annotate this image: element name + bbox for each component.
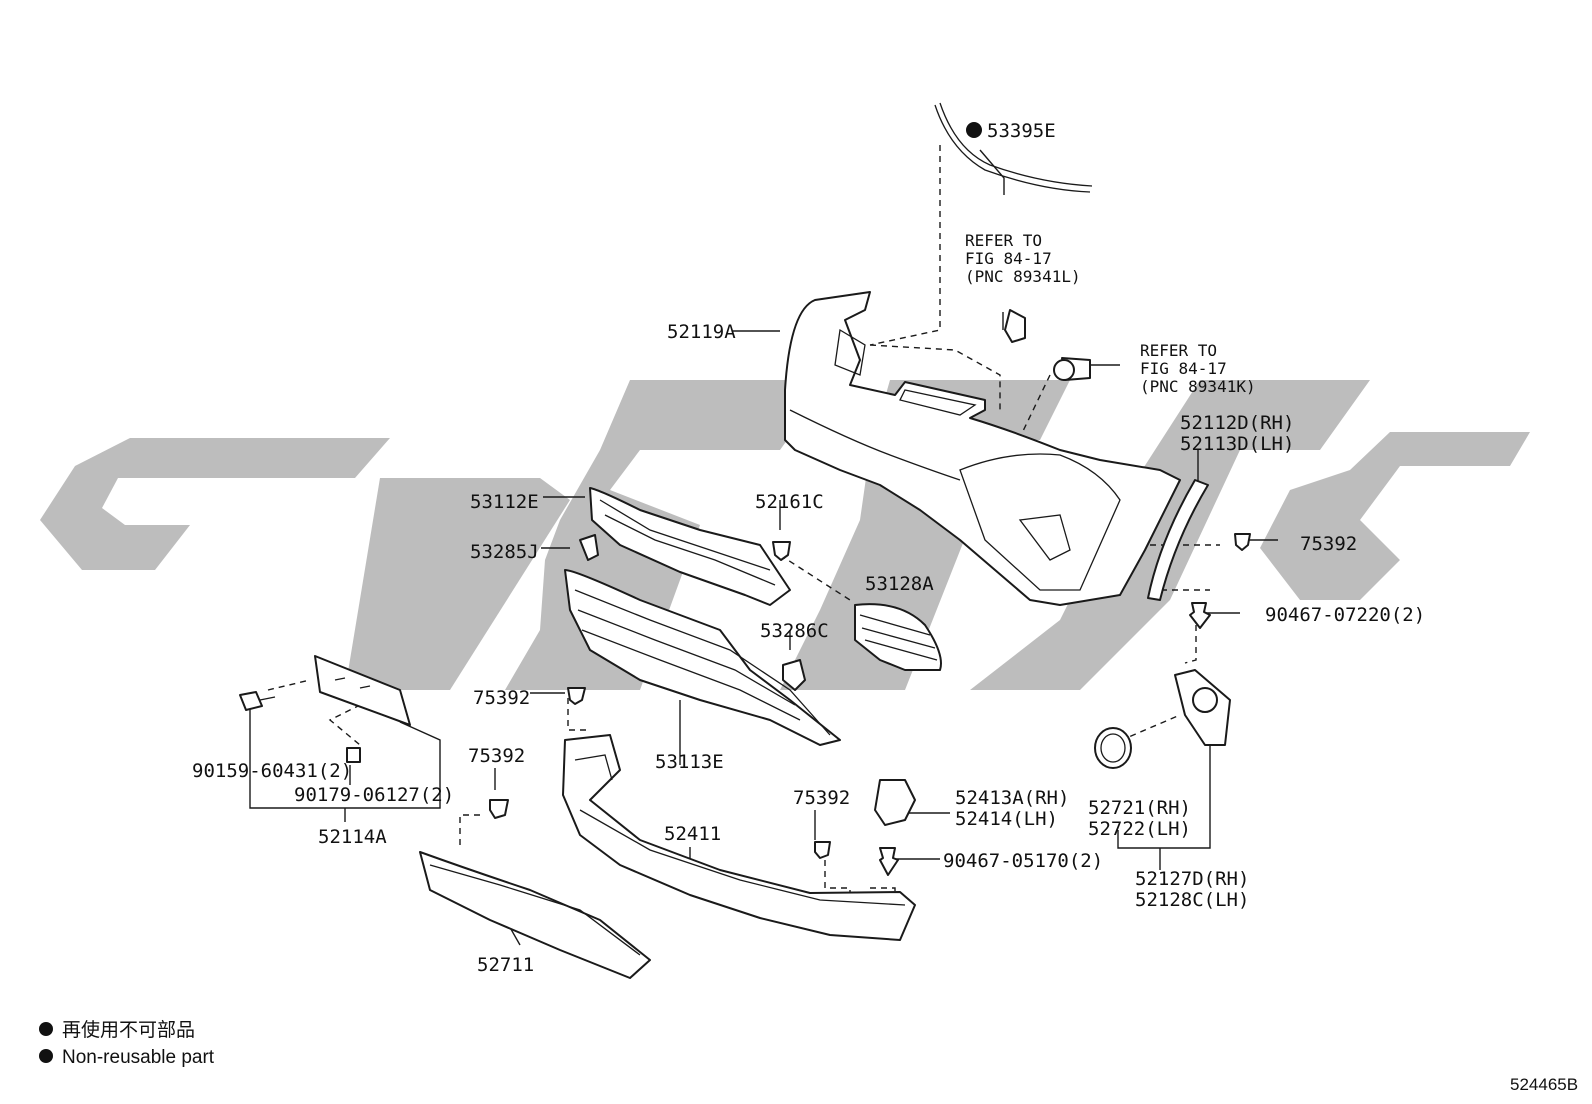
part-53128A-garnish bbox=[854, 603, 942, 671]
label-52128C: 52128C(LH) bbox=[1135, 889, 1249, 911]
part-75392-clip-a bbox=[567, 687, 586, 705]
legend-bullet-icon bbox=[39, 1049, 53, 1063]
label-52414: 52414(LH) bbox=[955, 808, 1058, 830]
legend-cn: 再使用不可部品 bbox=[62, 1019, 195, 1041]
label-53128A: 53128A bbox=[865, 573, 934, 595]
label-52127D: 52127D(RH) bbox=[1135, 868, 1249, 890]
label-75392-b: 75392 bbox=[468, 745, 525, 767]
label-53112E: 53112E bbox=[470, 491, 539, 513]
non-reusable-marker-icon bbox=[966, 122, 982, 138]
label-90467-07220: 90467-07220(2) bbox=[1265, 604, 1425, 626]
part-90467-05170-clip bbox=[879, 847, 899, 876]
refer-note-1-line2: FIG 84-17 bbox=[965, 249, 1052, 268]
part-53285J-bracket bbox=[579, 534, 599, 561]
part-53113E-lower-grille bbox=[564, 569, 841, 746]
refer-note-1-line1: REFER TO bbox=[965, 231, 1042, 250]
label-75392-c: 75392 bbox=[793, 787, 850, 809]
part-53112E-upper-grille bbox=[589, 487, 791, 606]
part-52119A-bumper-cover bbox=[784, 291, 1181, 606]
part-90179-nut bbox=[346, 747, 361, 763]
part-75392-clip-b bbox=[489, 799, 509, 819]
part-52411-lower-spoiler bbox=[562, 734, 916, 941]
part-53286C-bracket bbox=[782, 659, 806, 691]
figure-number: 524465B bbox=[1510, 1075, 1578, 1094]
label-90179-06127: 90179-06127(2) bbox=[294, 784, 454, 806]
label-90159-60431: 90159-60431(2) bbox=[192, 760, 352, 782]
part-90467-07220-clip bbox=[1189, 602, 1211, 629]
part-52127D-bracket bbox=[1174, 669, 1231, 746]
label-90467-05170: 90467-05170(2) bbox=[943, 850, 1103, 872]
part-52112D-spoiler-strip bbox=[1147, 479, 1209, 601]
part-52114A-license-bracket bbox=[314, 655, 411, 726]
label-52113D: 52113D(LH) bbox=[1180, 433, 1294, 455]
part-90159-bolt bbox=[239, 691, 276, 711]
part-89341K-sensor bbox=[1053, 357, 1091, 381]
label-53113E: 53113E bbox=[655, 751, 724, 773]
legend: 再使用不可部品 Non-reusable part bbox=[39, 1019, 215, 1068]
label-52112D: 52112D(RH) bbox=[1180, 412, 1294, 434]
part-52161C-clip bbox=[772, 541, 791, 561]
label-52411: 52411 bbox=[664, 823, 721, 845]
legend-bullet-icon bbox=[39, 1022, 53, 1036]
refer-note-2-line3: (PNC 89341K) bbox=[1140, 377, 1256, 396]
legend-en: Non-reusable part bbox=[62, 1047, 215, 1068]
label-52114A: 52114A bbox=[318, 826, 387, 848]
part-52721-ring bbox=[1094, 727, 1132, 769]
label-52721: 52721(RH) bbox=[1088, 797, 1191, 819]
part-labels: 53395E REFER TO FIG 84-17 (PNC 89341L) 5… bbox=[192, 120, 1425, 976]
part-52413A-bracket bbox=[874, 779, 916, 826]
label-52161C: 52161C bbox=[755, 491, 824, 513]
refer-note-2-line2: FIG 84-17 bbox=[1140, 359, 1227, 378]
label-52711: 52711 bbox=[477, 954, 534, 976]
label-52119A: 52119A bbox=[667, 321, 736, 343]
label-75392-right: 75392 bbox=[1300, 533, 1357, 555]
refer-note-2-line1: REFER TO bbox=[1140, 341, 1217, 360]
part-52711-under-cover bbox=[419, 851, 651, 979]
label-53395E: 53395E bbox=[987, 120, 1056, 142]
label-52413A: 52413A(RH) bbox=[955, 787, 1069, 809]
label-53285J: 53285J bbox=[470, 541, 539, 563]
part-89341L-sensor bbox=[1004, 309, 1026, 343]
label-75392-a: 75392 bbox=[473, 687, 530, 709]
refer-note-1-line3: (PNC 89341L) bbox=[965, 267, 1081, 286]
part-75392-clip-c bbox=[814, 841, 831, 859]
part-53395E-molding bbox=[934, 102, 1093, 193]
label-52722: 52722(LH) bbox=[1088, 818, 1191, 840]
part-75392-clip-right bbox=[1234, 533, 1251, 551]
label-53286C: 53286C bbox=[760, 620, 829, 642]
